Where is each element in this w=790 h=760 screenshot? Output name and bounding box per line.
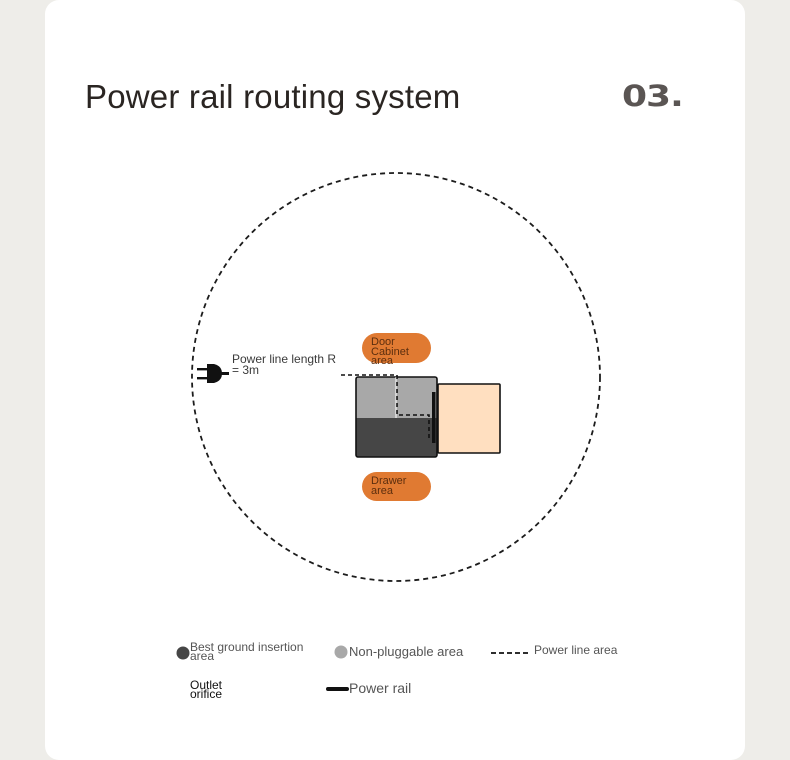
plug-icon [197,364,229,383]
drawer-tag-line1: Drawer [371,475,407,487]
power-line-label: Power line length R [232,352,336,366]
door-cabinet-tag: Door Cabinet area [362,333,431,367]
power-rail-bar [432,392,436,443]
legend-best-ground-line2: area [190,649,214,663]
legend-outlet-line1: Outlet [190,678,223,692]
best-ground-zone [356,418,437,457]
legend-dark-dot [176,646,190,660]
door-cabinet-tag-line1: Door [371,336,395,348]
legend-non-pluggable: Non-pluggable area [349,644,464,659]
section-number: 03. [622,80,684,114]
drawer-tag-line2: area [371,485,394,497]
legend-power-line-area: Power line area [534,643,618,657]
power-line-value: = 3m [232,363,259,377]
door-cabinet-tag-line3: area [371,355,394,367]
page-title: Power rail routing system [85,78,461,115]
legend-power-rail: Power rail [349,680,411,696]
door-cabinet-tag-line2: Cabinet [371,346,409,358]
drawer-tag: Drawer area [362,472,431,501]
legend-best-ground-line1: Best ground insertion [190,640,303,654]
adjacent-area [437,383,501,454]
legend-outlet-line2: orifice [190,687,222,701]
legend-grey-dot [334,645,348,659]
legend: Best ground insertion area Non-pluggable… [176,640,618,701]
power-line-range-circle [191,172,601,582]
routed-power-line [341,374,430,440]
